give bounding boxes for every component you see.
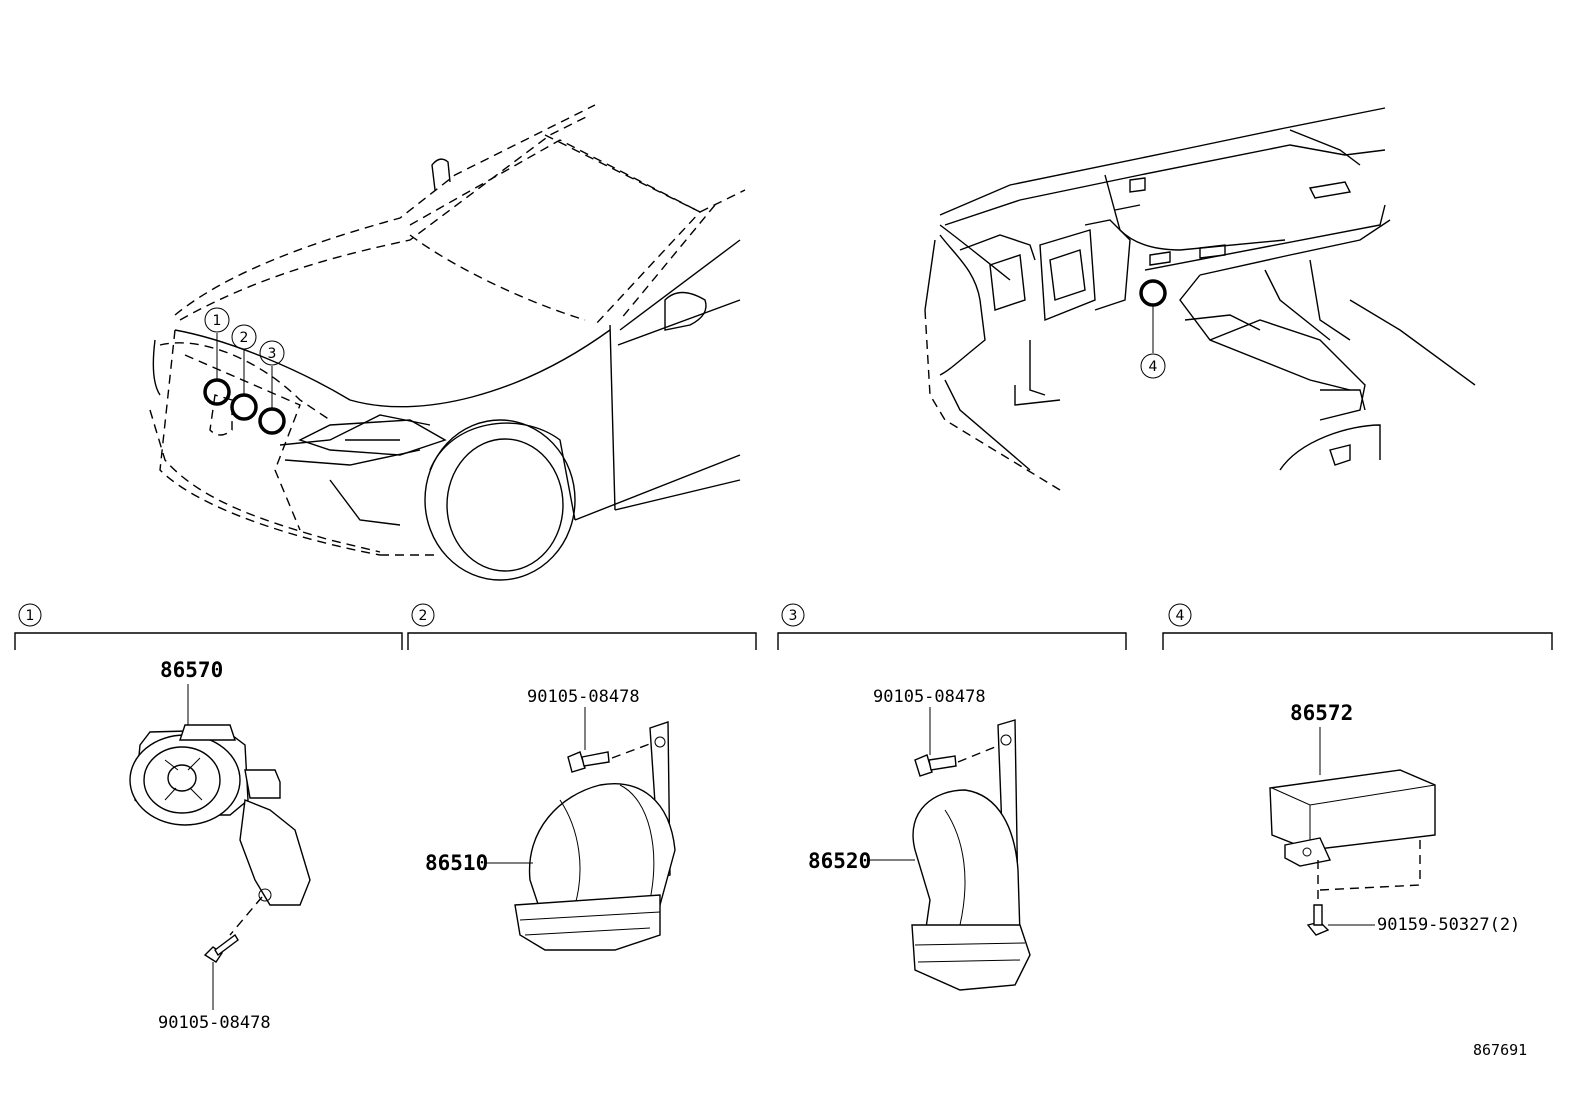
horn-86520	[911, 789, 1031, 991]
callout-3-top: 3	[268, 346, 277, 362]
siren-unit	[129, 724, 311, 906]
bolt-icon	[567, 751, 610, 773]
callout-4-top: 4	[1149, 359, 1158, 375]
part-number-90105-08478-s3: 90105-08478	[873, 687, 986, 707]
bolt-icon	[914, 754, 957, 777]
horn-86510	[514, 783, 676, 951]
section-3-number: 3	[789, 608, 798, 624]
section-2-number: 2	[419, 608, 428, 624]
interior-illustration: 4	[924, 107, 1476, 491]
bolt-icon	[1306, 904, 1330, 936]
part-number-86510: 86510	[425, 851, 488, 875]
part-number-86570: 86570	[160, 658, 223, 682]
part-number-86572: 86572	[1290, 701, 1353, 725]
section-headers: 1 2 3 4	[14, 603, 1553, 650]
part-number-90105-08478-s1: 90105-08478	[158, 1013, 271, 1033]
part-number-90105-08478-s2: 90105-08478	[527, 687, 640, 707]
control-module	[1269, 769, 1436, 867]
callout-2-top: 2	[240, 330, 249, 346]
section-1-parts: 86570 90105-08478	[129, 658, 311, 1033]
section-2-parts: 90105-08478 86510	[425, 687, 676, 951]
part-number-86520: 86520	[808, 849, 871, 873]
section-4-number: 4	[1176, 608, 1185, 624]
part-number-90159-50327: 90159-50327(2)	[1377, 915, 1520, 935]
bolt-icon	[203, 933, 239, 963]
car-front-illustration: 1 2 3	[149, 104, 746, 581]
section-1-number: 1	[26, 608, 35, 624]
callout-1-top: 1	[213, 313, 222, 329]
section-3-parts: 90105-08478 86520	[808, 687, 1031, 991]
section-4-parts: 86572 90159-50327(2)	[1269, 701, 1520, 936]
diagram-reference-number: 867691	[1473, 1041, 1527, 1059]
